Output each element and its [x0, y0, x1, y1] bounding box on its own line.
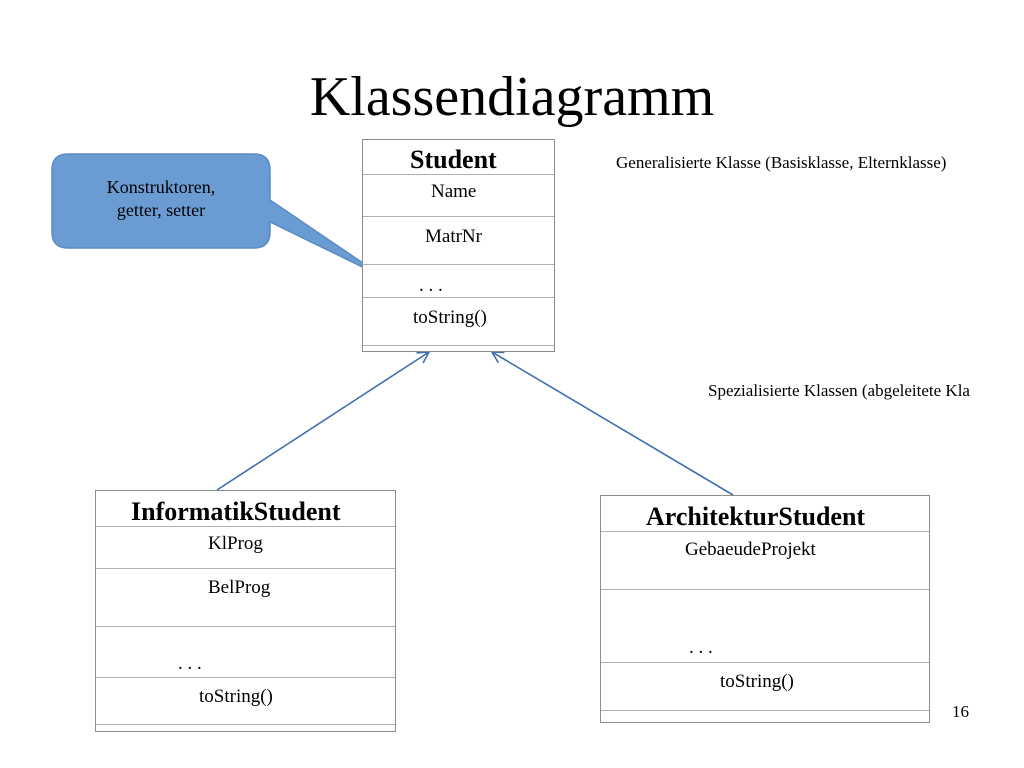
label-specialized: Spezialisierte Klassen (abgeleitete Kla	[708, 381, 970, 400]
class-architektur-method-row: toString()	[601, 663, 929, 711]
class-student-ellipsis-row: . . .	[363, 265, 554, 298]
class-student-attr-matrnr: MatrNr	[425, 226, 482, 247]
class-architektur-attr-gebaeudeprojekt: GebaeudeProjekt	[685, 539, 816, 560]
callout-line-2: getter, setter	[116, 200, 206, 220]
class-student-bottom-row	[363, 346, 554, 353]
class-student-attr-row-1: Name	[363, 175, 554, 217]
class-architektur-ellipsis-row: . . .	[601, 590, 929, 663]
callout-text: Konstruktoren, getter, setter	[60, 176, 262, 222]
class-student-name-row: Student	[363, 140, 554, 175]
class-informatik-method: toString()	[199, 686, 273, 707]
page-number: 16	[952, 702, 969, 721]
class-student-method-row: toString()	[363, 298, 554, 346]
class-informatik-student: InformatikStudent KlProg BelProg . . . t…	[95, 490, 396, 732]
class-architektur-student: ArchitekturStudent GebaeudeProjekt . . .…	[600, 495, 930, 723]
class-architektur-name: ArchitekturStudent	[646, 502, 866, 531]
class-student-attr-row-2: MatrNr	[363, 217, 554, 265]
class-informatik-bottom-row	[96, 725, 395, 733]
class-architektur-bottom-row	[601, 711, 929, 724]
slide-title: Klassendiagramm	[309, 66, 715, 128]
class-student-ellipsis: . . .	[419, 275, 443, 296]
callout-bubble	[51, 153, 386, 279]
class-architektur-name-row: ArchitekturStudent	[601, 496, 929, 532]
class-informatik-attr-klprog: KlProg	[208, 533, 263, 554]
class-architektur-attr-row-1: GebaeudeProjekt	[601, 532, 929, 590]
class-student-name: Student	[410, 145, 497, 174]
class-student-method: toString()	[413, 307, 487, 328]
class-informatik-attr-belprog: BelProg	[208, 577, 271, 598]
class-informatik-ellipsis: . . .	[178, 653, 202, 674]
class-informatik-attr-row-2: BelProg	[96, 569, 395, 627]
class-informatik-method-row: toString()	[96, 678, 395, 725]
class-informatik-name: InformatikStudent	[131, 497, 341, 526]
inheritance-arrow-architektur	[490, 351, 734, 496]
label-generalized: Generalisierte Klasse (Basisklasse, Elte…	[616, 153, 947, 172]
callout-line-1: Konstruktoren,	[106, 177, 216, 197]
inheritance-arrow-informatik	[216, 351, 431, 491]
class-student: Student Name MatrNr . . . toString()	[362, 139, 555, 352]
class-architektur-method: toString()	[720, 671, 794, 692]
class-architektur-ellipsis: . . .	[689, 637, 713, 658]
class-informatik-attr-row-1: KlProg	[96, 527, 395, 569]
class-informatik-name-row: InformatikStudent	[96, 491, 395, 527]
class-student-attr-name: Name	[431, 181, 477, 202]
class-informatik-ellipsis-row: . . .	[96, 627, 395, 678]
